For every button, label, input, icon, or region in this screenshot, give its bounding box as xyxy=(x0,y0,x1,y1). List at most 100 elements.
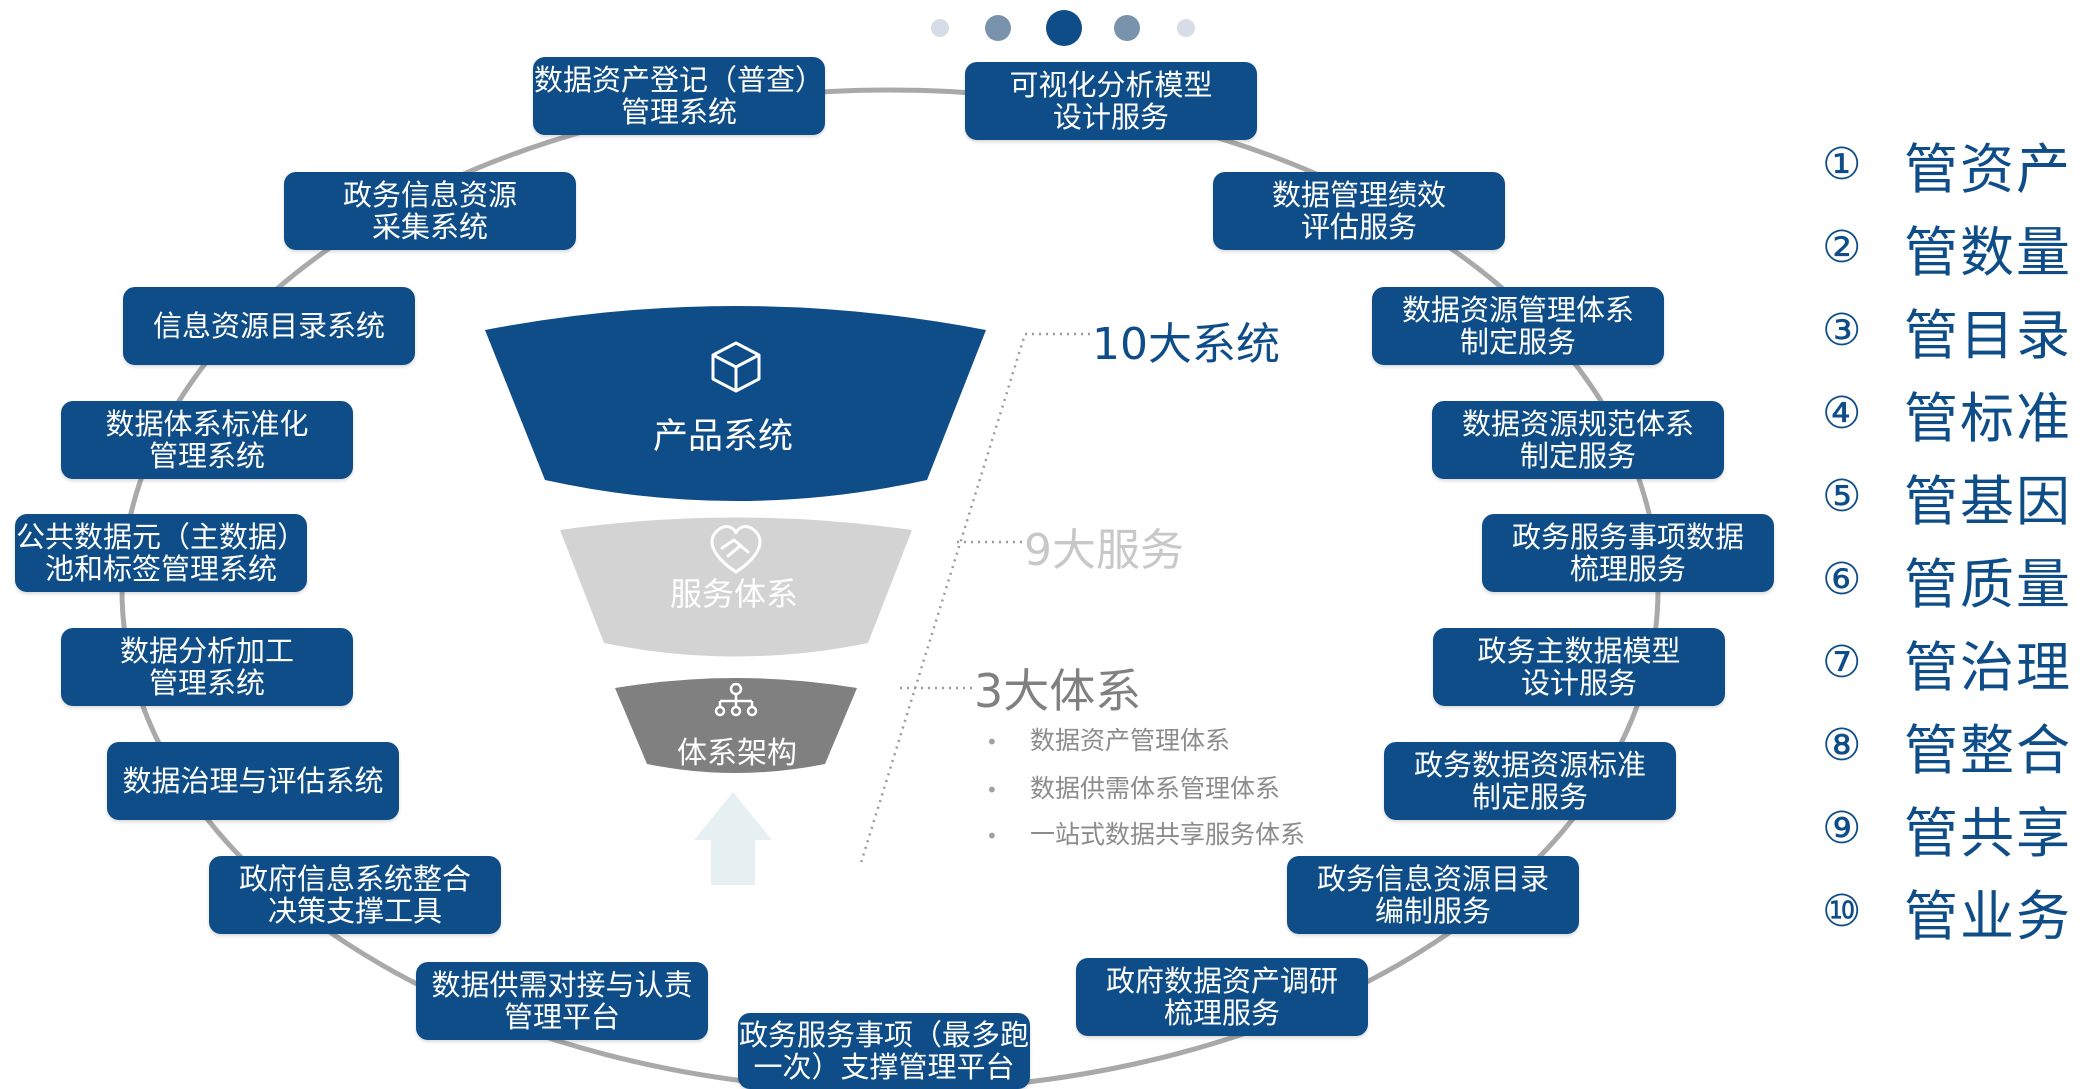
legend-item: ⑨ 管共享 xyxy=(1822,793,2072,865)
system-box-line1: 数据资产登记（普查） xyxy=(533,63,824,97)
legend-number: ③ xyxy=(1822,304,1862,356)
system-box-line2: 采集系统 xyxy=(371,210,488,244)
system-box-line1: 数据治理与评估系统 xyxy=(122,764,384,798)
legend-item: ④ 管标准 xyxy=(1822,378,2072,450)
legend-number: ⑦ xyxy=(1822,636,1862,688)
legend-text: 管数量 xyxy=(1904,220,2072,284)
product-layer xyxy=(485,306,986,501)
legend-item: ① 管资产 xyxy=(1822,129,2072,201)
legend-text: 管标准 xyxy=(1904,386,2072,450)
system-box-line1: 政务服务事项（最多跑 xyxy=(738,1018,1029,1052)
service-box[interactable]: 政务数据资源标准 制定服务 xyxy=(1384,742,1676,820)
legend-number: ⑧ xyxy=(1822,719,1862,771)
service-box-line2: 评估服务 xyxy=(1300,210,1417,244)
service-box-line2: 制定服务 xyxy=(1471,780,1588,814)
callout-3-frameworks: 3大体系 xyxy=(974,664,1142,718)
service-box[interactable]: 政务主数据模型 设计服务 xyxy=(1433,628,1725,706)
system-box-line1: 数据体系标准化 xyxy=(105,407,309,441)
carousel-dot-5[interactable] xyxy=(1177,19,1195,37)
arch-layer xyxy=(615,678,857,773)
service-box-line2: 设计服务 xyxy=(1052,100,1169,134)
org-chart-icon xyxy=(714,682,758,717)
legend-number: ④ xyxy=(1822,387,1862,439)
service-box-line1: 政务主数据模型 xyxy=(1477,634,1681,668)
up-arrow-icon xyxy=(694,792,772,885)
system-box[interactable]: 公共数据元（主数据） 池和标签管理系统 xyxy=(15,514,307,592)
legend-number: ② xyxy=(1822,221,1862,273)
system-box[interactable]: 数据供需对接与认责 管理平台 xyxy=(416,962,708,1040)
legend-item: ⑧ 管整合 xyxy=(1822,710,2072,782)
carousel-dot-2[interactable] xyxy=(985,15,1011,41)
service-box[interactable]: 政务服务事项数据 梳理服务 xyxy=(1482,514,1774,592)
handshake-heart-icon xyxy=(710,525,762,574)
system-box[interactable]: 数据治理与评估系统 xyxy=(107,742,399,820)
system-box-line1: 政务信息资源 xyxy=(342,178,517,212)
system-box[interactable]: 数据分析加工 管理系统 xyxy=(61,628,353,706)
cube-icon xyxy=(711,341,761,393)
legend-item: ⑩ 管业务 xyxy=(1822,876,2072,948)
service-box-line2: 制定服务 xyxy=(1459,325,1576,359)
carousel-dot-4[interactable] xyxy=(1114,15,1140,41)
legend-text: 管目录 xyxy=(1904,303,2072,367)
system-box-line1: 信息资源目录系统 xyxy=(152,309,385,343)
service-box[interactable]: 可视化分析模型 设计服务 xyxy=(965,62,1257,140)
system-box[interactable]: 数据资产登记（普查） 管理系统 xyxy=(533,57,825,135)
callout-lines xyxy=(858,332,1090,867)
legend-number: ⑩ xyxy=(1822,885,1862,937)
legend-number: ⑨ xyxy=(1822,802,1862,854)
legend-text: 管整合 xyxy=(1904,718,2072,782)
callout-9-services: 9大服务 xyxy=(1024,525,1184,576)
legend-item: ⑤ 管基因 xyxy=(1822,461,2072,533)
service-box[interactable]: 数据资源管理体系 制定服务 xyxy=(1372,287,1664,365)
callout-10-systems: 10大系统 xyxy=(1092,319,1280,370)
carousel-dots xyxy=(931,10,1195,46)
legend-text: 管质量 xyxy=(1904,552,2072,616)
service-box[interactable]: 数据管理绩效 评估服务 xyxy=(1213,172,1505,250)
system-box-line2: 管理平台 xyxy=(503,1000,620,1034)
legend-number: ⑥ xyxy=(1822,553,1862,605)
service-box-line2: 制定服务 xyxy=(1519,439,1636,473)
legend-text: 管业务 xyxy=(1904,884,2072,948)
service-system-label: 服务体系 xyxy=(670,575,799,613)
system-box-line2: 管理系统 xyxy=(620,95,737,129)
framework-item: 数据供需体系管理体系 xyxy=(986,769,1280,805)
legend-item: ③ 管目录 xyxy=(1822,295,2072,367)
system-box[interactable]: 政府信息系统整合 决策支撑工具 xyxy=(209,856,501,934)
legend-item: ⑦ 管治理 xyxy=(1822,627,2072,699)
system-box-line2: 一次）支撑管理平台 xyxy=(753,1050,1015,1084)
system-box-line2: 决策支撑工具 xyxy=(267,894,442,928)
product-system-label: 产品系统 xyxy=(653,417,794,457)
system-box-line1: 数据分析加工 xyxy=(119,634,294,668)
system-box[interactable]: 政务信息资源 采集系统 xyxy=(284,172,576,250)
service-box-line2: 梳理服务 xyxy=(1569,552,1686,586)
service-box-line1: 数据资源规范体系 xyxy=(1461,407,1694,441)
service-box-line1: 数据资源管理体系 xyxy=(1401,293,1634,327)
system-box-line2: 管理系统 xyxy=(148,439,265,473)
legend-item: ② 管数量 xyxy=(1822,212,2072,284)
legend-text: 管基因 xyxy=(1904,469,2072,533)
carousel-dot-3-active[interactable] xyxy=(1046,10,1082,46)
system-box[interactable]: 数据体系标准化 管理系统 xyxy=(61,401,353,479)
service-box-line1: 政务信息资源目录 xyxy=(1316,862,1549,896)
legend-number: ⑤ xyxy=(1822,470,1862,522)
framework-item: 一站式数据共享服务体系 xyxy=(986,815,1305,851)
service-box[interactable]: 数据资源规范体系 制定服务 xyxy=(1432,401,1724,479)
legend-item: ⑥ 管质量 xyxy=(1822,544,2072,616)
service-box-line1: 政务服务事项数据 xyxy=(1511,520,1744,554)
system-box-line2: 池和标签管理系统 xyxy=(44,552,277,586)
service-box-line1: 政务数据资源标准 xyxy=(1413,748,1646,782)
system-box-line1: 政府信息系统整合 xyxy=(238,862,471,896)
system-box-line1: 公共数据元（主数据） xyxy=(15,520,306,554)
legend-text: 管治理 xyxy=(1904,635,2072,699)
service-box-line2: 设计服务 xyxy=(1520,666,1637,700)
service-box-line2: 编制服务 xyxy=(1374,894,1491,928)
service-box-line2: 梳理服务 xyxy=(1163,996,1280,1030)
system-box[interactable]: 信息资源目录系统 xyxy=(123,287,415,365)
service-box[interactable]: 政务信息资源目录 编制服务 xyxy=(1287,856,1579,934)
carousel-dot-1[interactable] xyxy=(931,19,949,37)
service-box-line1: 可视化分析模型 xyxy=(1009,68,1213,102)
service-box-line1: 数据管理绩效 xyxy=(1271,178,1446,212)
system-box[interactable]: 政务服务事项（最多跑 一次）支撑管理平台 xyxy=(738,1013,1030,1089)
service-box[interactable]: 政府数据资产调研 梳理服务 xyxy=(1076,958,1368,1036)
